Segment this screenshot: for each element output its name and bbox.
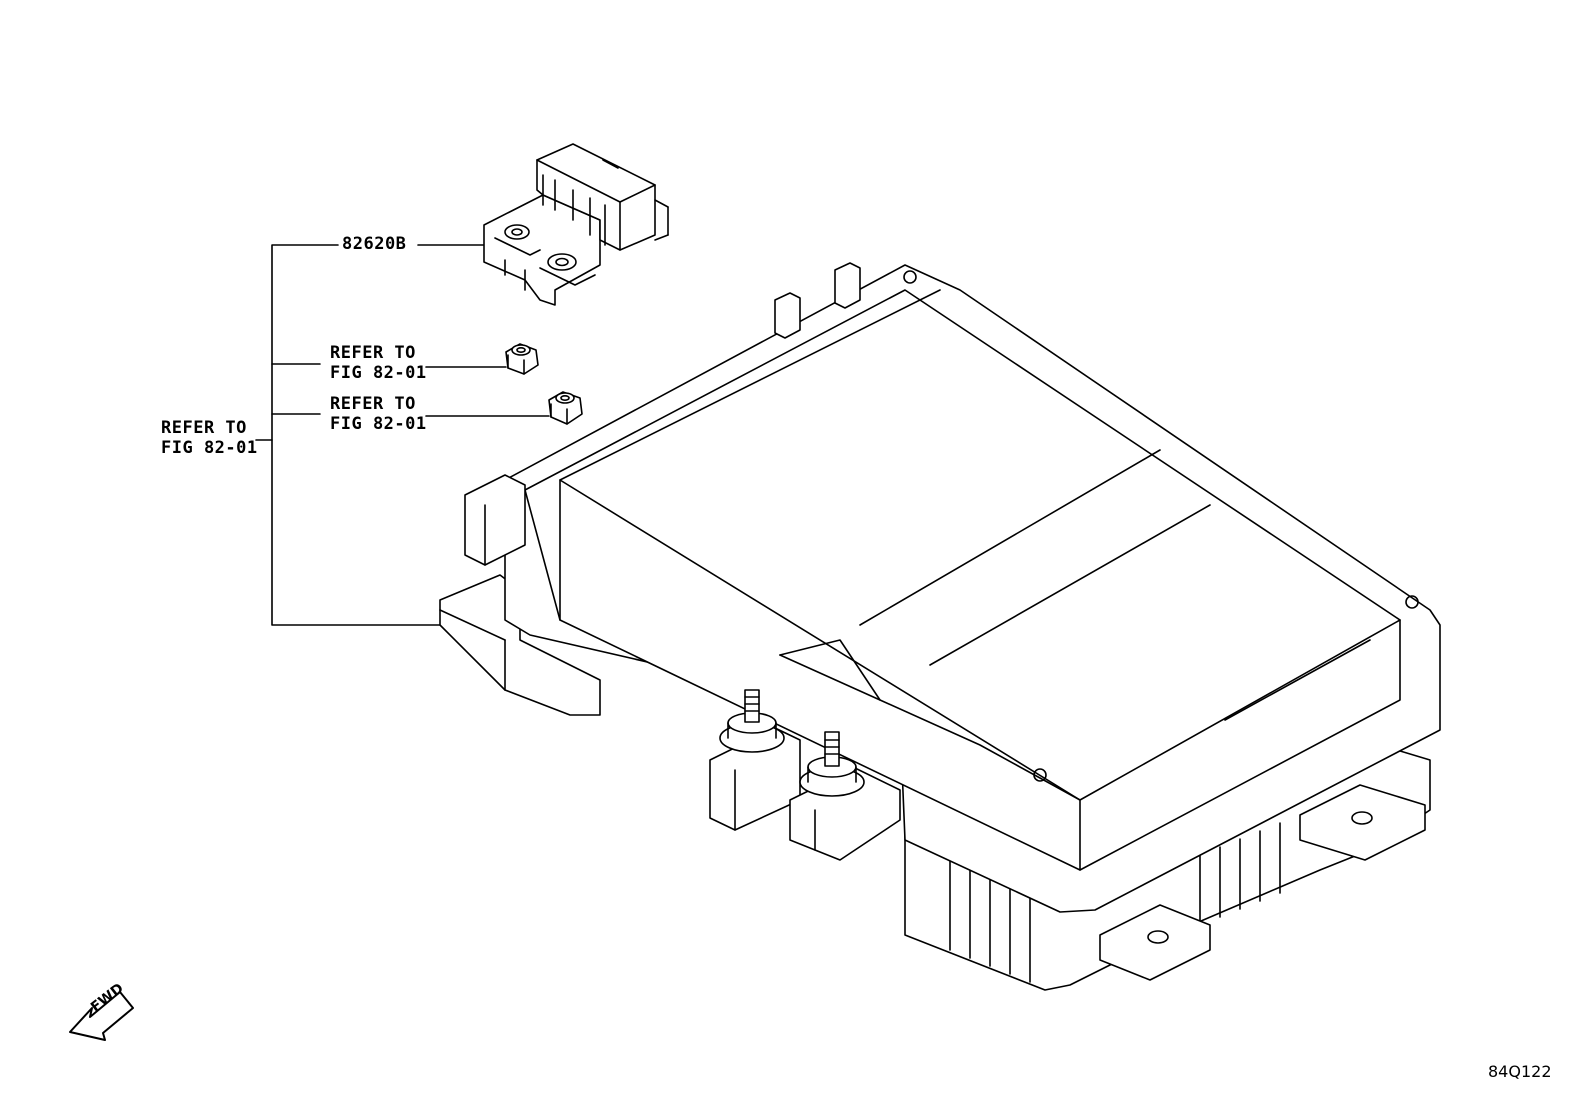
refer-main-line1: REFER TO: [161, 418, 247, 438]
fuse-block-icon: [484, 144, 668, 305]
illustration-code: 84Q122: [1488, 1062, 1552, 1081]
nut-lower-icon: [549, 392, 582, 424]
leader-lines: [256, 245, 549, 625]
refer-upper-line1: REFER TO: [330, 343, 416, 363]
refer-upper-line2: FIG 82-01: [330, 363, 427, 383]
part-number-label: 82620B: [342, 234, 407, 254]
junction-block-icon: [440, 263, 1440, 990]
nut-upper-icon: [506, 344, 538, 374]
forward-arrow-icon: [70, 992, 133, 1040]
refer-lower-line2: FIG 82-01: [330, 414, 427, 434]
refer-main-line2: FIG 82-01: [161, 438, 258, 458]
refer-lower-line1: REFER TO: [330, 394, 416, 414]
